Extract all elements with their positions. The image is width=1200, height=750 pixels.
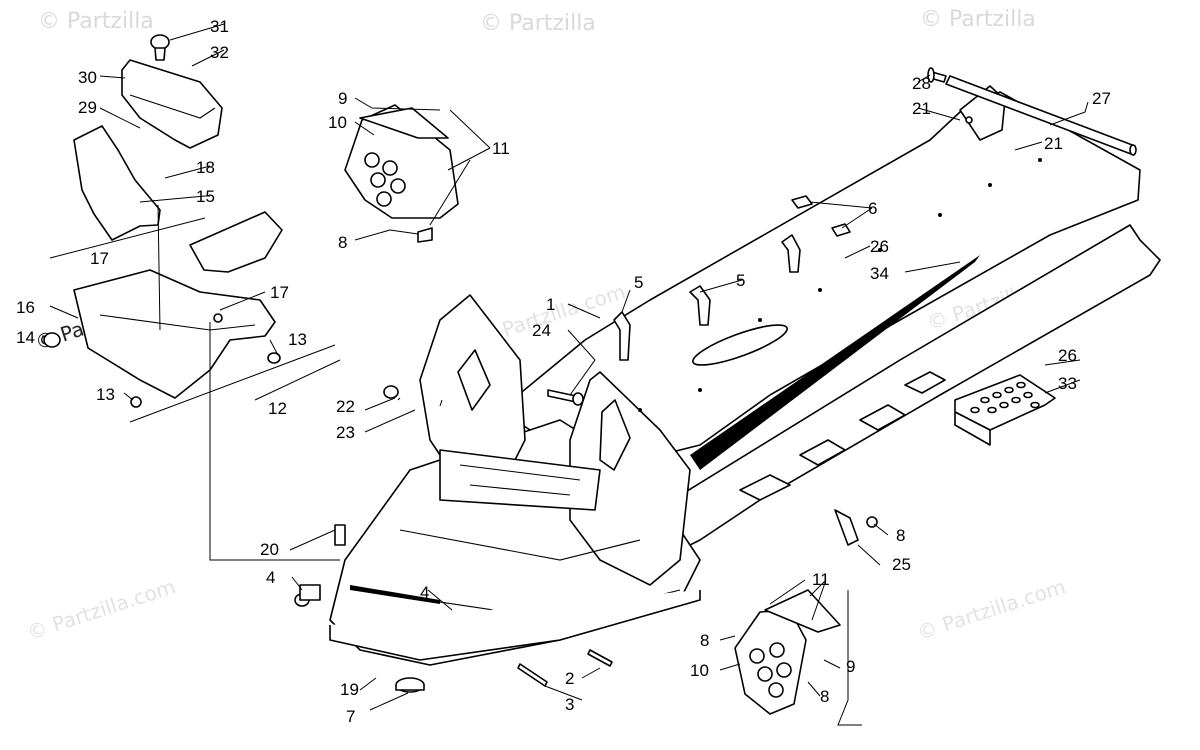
callout-34: 34	[870, 264, 889, 283]
callout-25: 25	[892, 555, 911, 574]
callout-10-bottom: 10	[690, 661, 709, 680]
callout-31: 31	[210, 17, 229, 36]
footrest-plate	[954, 374, 1056, 446]
callout-8-top: 8	[338, 233, 347, 252]
callout-20: 20	[260, 540, 279, 559]
callout-12: 12	[268, 399, 287, 418]
watermark-bottom-right: © Partzilla.com	[914, 574, 1068, 645]
callout-8-right: 8	[896, 526, 905, 545]
callout-9-bottom: 9	[846, 657, 855, 676]
callout-7: 7	[346, 707, 355, 726]
callout-11-top: 11	[492, 139, 510, 158]
callout-8-bottom-right: 8	[820, 687, 829, 706]
callout-11-bottom: 11	[812, 570, 830, 589]
callout-19: 19	[340, 680, 359, 699]
callout-26-bottom: 26	[1058, 346, 1077, 365]
callout-8-bottom-left: 8	[700, 631, 709, 650]
callout-1: 1	[546, 295, 555, 314]
leader-lines	[42, 23, 1089, 726]
callout-2: 2	[565, 669, 574, 688]
callout-28: 28	[912, 74, 931, 93]
callout-6: 6	[868, 199, 877, 218]
callout-15: 15	[196, 187, 215, 206]
watermark-top-center: © Partzilla	[480, 11, 596, 36]
callout-32: 32	[210, 43, 229, 62]
callout-3: 3	[565, 695, 574, 714]
callout-23: 23	[336, 423, 355, 442]
steering-support-cluster	[43, 34, 341, 561]
callout-14: 14	[16, 328, 35, 347]
callout-21-right: 21	[1044, 134, 1063, 153]
callout-16: 16	[16, 298, 35, 317]
callout-18: 18	[196, 158, 215, 177]
upper-heat-shield	[344, 104, 459, 243]
callout-numbers: 31 32 30 29 18 15 17 17 16 14 13 13 12 9…	[16, 17, 1111, 726]
callout-33: 33	[1058, 374, 1077, 393]
footrest-holes	[970, 381, 1040, 414]
callout-13-right: 13	[288, 330, 307, 349]
callout-9-top: 9	[338, 89, 347, 108]
callout-5-right: 5	[736, 271, 745, 290]
hardware	[294, 116, 973, 693]
callout-5-left: 5	[634, 273, 643, 292]
watermark-top-left: © Partzilla	[38, 9, 154, 34]
callout-17-right: 17	[270, 283, 289, 302]
watermark-top-right: © Partzilla	[920, 7, 1036, 32]
watermark-bottom-left: © Partzilla.com	[24, 574, 178, 645]
callout-13-left: 13	[96, 385, 115, 404]
callout-24: 24	[532, 321, 551, 340]
lower-heat-shield	[734, 589, 841, 715]
callout-17-left: 17	[90, 249, 109, 268]
callout-29: 29	[78, 98, 97, 117]
tunnel-rivets	[638, 158, 1042, 412]
callout-30: 30	[78, 68, 97, 87]
chassis	[329, 85, 1161, 666]
callout-4-left: 4	[266, 568, 275, 587]
callout-21-left: 21	[912, 99, 931, 118]
rear-axle-group	[927, 67, 1137, 156]
callout-10-top: 10	[328, 113, 347, 132]
callout-4-center: 4	[420, 583, 429, 602]
callout-26-top: 26	[870, 237, 889, 256]
callout-27: 27	[1092, 89, 1111, 108]
callout-22: 22	[336, 397, 355, 416]
